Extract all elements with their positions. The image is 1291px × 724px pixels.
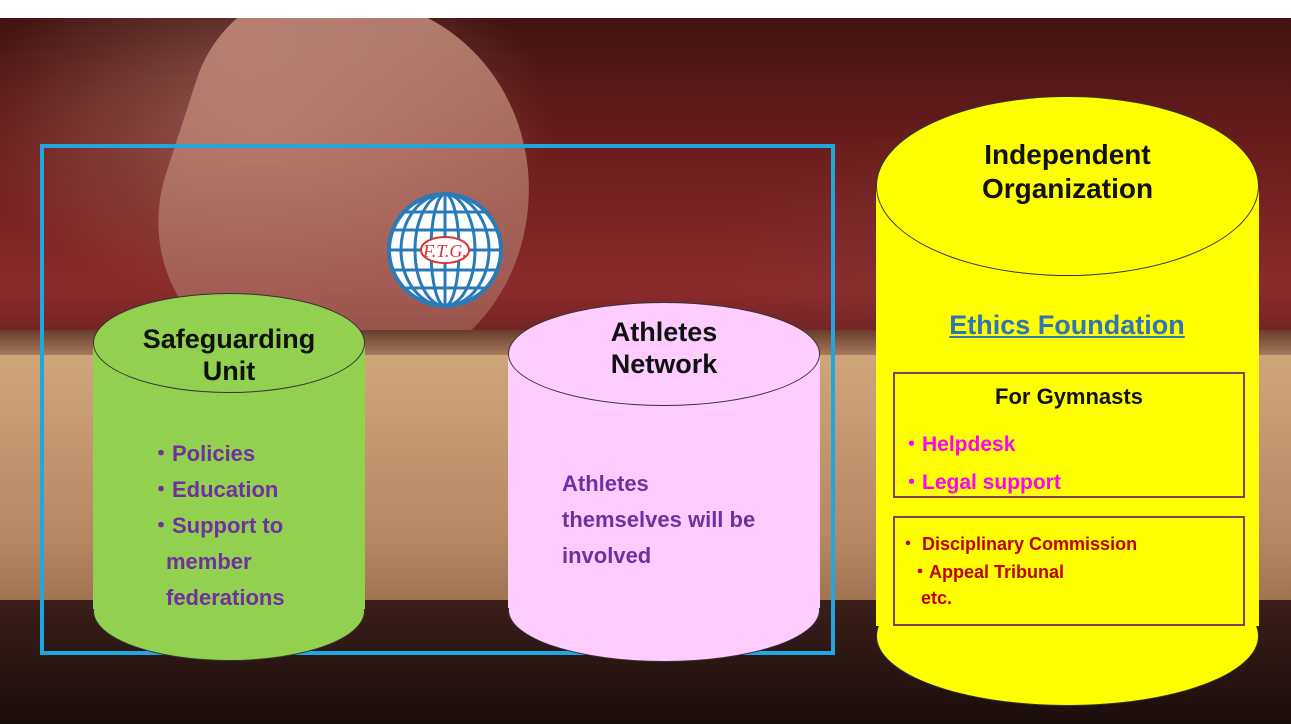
athletes-body-line2: themselves will be	[562, 507, 756, 532]
legal-support-item: ・Legal support	[901, 471, 1061, 494]
disciplinary-commission-item: ・ Disciplinary Commission	[899, 534, 1138, 554]
athletes-network-cylinder: Athletes Network	[508, 302, 820, 667]
list-item: ・Policies	[150, 441, 256, 466]
independent-organization-cylinder: Independent Organization	[876, 96, 1259, 716]
athletes-title-line2: Network	[610, 349, 718, 379]
list-item: ・Support to	[150, 513, 284, 538]
athletes-body-line3: involved	[562, 543, 652, 568]
athletes-title-line1: Athletes	[610, 317, 718, 347]
logo-text: F.T.G.	[422, 241, 467, 261]
disciplinary-box: ・ Disciplinary Commission ・Appeal Tribun…	[893, 516, 1245, 626]
appeal-tribunal-item: ・Appeal Tribunal	[911, 562, 1065, 582]
independent-title-line1: Independent	[984, 139, 1151, 170]
athletes-description: Athletes themselves will be involved	[562, 466, 755, 574]
safeguarding-unit-cylinder: Safeguarding Unit	[93, 293, 365, 671]
for-gymnasts-box: For Gymnasts ・Helpdesk ・Legal support	[893, 372, 1245, 498]
helpdesk-item: ・Helpdesk	[901, 433, 1016, 456]
athletes-body-line1: Athletes	[562, 471, 649, 496]
list-item: ・Education	[150, 477, 279, 502]
safeguarding-title-line1: Safeguarding	[142, 324, 316, 354]
fig-frame	[40, 144, 835, 655]
safeguarding-list: ・Policies ・Education ・Support to member …	[150, 436, 285, 616]
fig-globe-logo: F.T.G.	[387, 192, 503, 308]
independent-title-line2: Organization	[981, 173, 1154, 204]
ethics-foundation-link[interactable]: Ethics Foundation	[949, 310, 1185, 340]
safeguarding-title-line2: Unit	[202, 356, 256, 386]
etc-item: etc.	[921, 588, 953, 608]
list-item: member	[166, 549, 252, 574]
top-margin	[0, 0, 1291, 18]
for-gymnasts-heading: For Gymnasts	[995, 384, 1143, 409]
list-item: federations	[166, 585, 285, 610]
